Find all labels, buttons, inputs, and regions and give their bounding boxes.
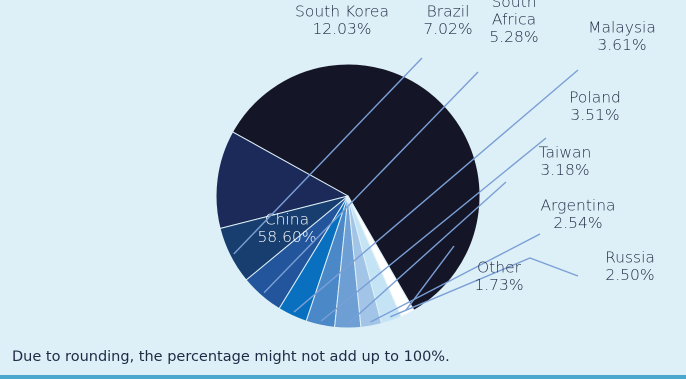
leader-line-brazil (233, 57, 423, 255)
footnote: Due to rounding, the percentage might no… (12, 349, 450, 365)
leader-line-other (405, 245, 455, 311)
leader-line-taiwan (347, 181, 507, 325)
pie-slice-other (347, 195, 415, 318)
leader-line-russia (389, 257, 579, 318)
leader-line-malaysia (293, 69, 579, 313)
leader-line-argentina (370, 233, 541, 323)
pie-slice-china (231, 63, 481, 311)
leader-line-south-africa (263, 71, 479, 294)
leader-line-poland (320, 137, 547, 322)
